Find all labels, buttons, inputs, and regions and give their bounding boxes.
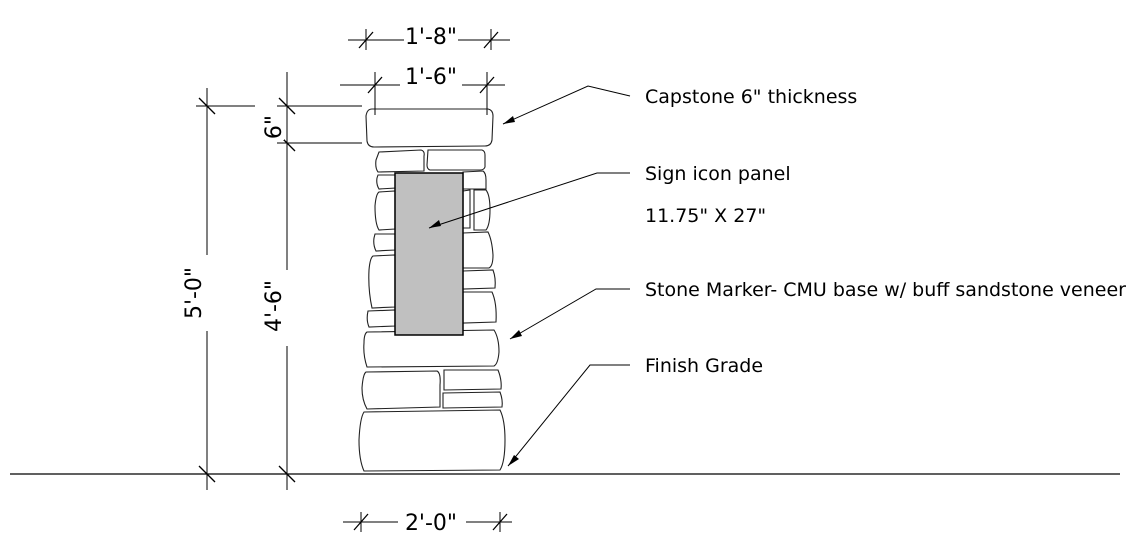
dim-text-top-outer: 1'-8" xyxy=(405,25,457,50)
stone-block xyxy=(363,329,500,368)
stone-block xyxy=(462,170,487,190)
leader-capstone xyxy=(502,85,631,125)
stone-block xyxy=(462,189,471,229)
leader-finish-grade xyxy=(507,364,630,467)
stone-block xyxy=(374,190,396,231)
dim-overall-height: 5'-0" xyxy=(182,88,255,490)
dim-text-body-height: 4'-6" xyxy=(262,280,287,332)
dim-top-outer: 1'-8" xyxy=(348,22,510,50)
stone-block xyxy=(442,391,503,409)
dim-body-height: 4'-6" xyxy=(262,143,296,490)
dim-cap-thickness: 6" xyxy=(262,72,362,152)
callout-finish-grade: Finish Grade xyxy=(645,355,763,377)
stone-block xyxy=(373,233,396,252)
leader-stone-marker xyxy=(509,288,630,340)
dim-base-width: 2'-0" xyxy=(343,508,512,536)
stone-block xyxy=(462,269,496,290)
stone-block xyxy=(443,369,502,391)
stone-block xyxy=(361,370,441,410)
callout-sign-panel-line2: 11.75" X 27" xyxy=(645,205,766,227)
dim-text-cap-thickness: 6" xyxy=(262,115,287,139)
stone-column xyxy=(358,108,506,472)
dim-text-top-inner: 1'-6" xyxy=(405,65,457,90)
stone-block xyxy=(366,309,396,328)
dim-text-base-width: 2'-0" xyxy=(405,511,457,536)
stone-block xyxy=(376,174,397,190)
dim-text-overall-height: 5'-0" xyxy=(182,267,207,319)
leader-sign-panel xyxy=(428,172,630,229)
stone-block xyxy=(462,291,497,324)
sign-icon-panel xyxy=(394,172,464,336)
stone-block xyxy=(473,189,491,231)
callout-capstone: Capstone 6" thickness xyxy=(645,86,857,108)
callout-stone-marker: Stone Marker- CMU base w/ buff sandstone… xyxy=(645,279,1126,301)
dim-top-inner: 1'-6" xyxy=(340,64,505,115)
stone-block xyxy=(462,231,494,269)
stone-block xyxy=(368,254,396,309)
stone-block xyxy=(375,149,425,173)
stone-block xyxy=(358,409,506,472)
stone-block xyxy=(426,149,486,171)
capstone xyxy=(365,108,494,148)
callout-sign-panel-line1: Sign icon panel xyxy=(645,163,791,185)
